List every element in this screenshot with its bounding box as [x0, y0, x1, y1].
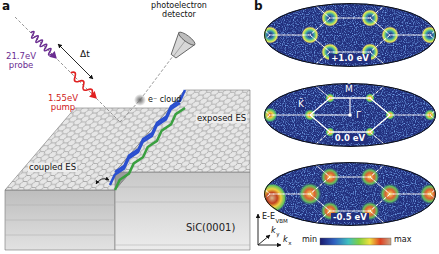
axis-label: k	[271, 227, 276, 236]
detector-symbol	[166, 30, 197, 62]
symmetry-point: Γ̄	[355, 111, 362, 121]
delay-arrow	[58, 44, 93, 79]
probe-label: 21.7eV probe	[3, 52, 39, 71]
edge-state	[115, 108, 185, 190]
beam-path	[15, 17, 173, 122]
momentum-map-panel: -0.5 eV	[264, 162, 436, 226]
panel-letter: b	[254, 0, 263, 13]
edge-state-label: exposed ES	[196, 114, 247, 123]
panel-letter: a	[2, 0, 10, 13]
cloud-label: e⁻ cloud	[148, 96, 181, 105]
momentum-map-panel: +1.0 eV	[264, 3, 436, 67]
energy-label: -0.5 eV	[331, 213, 369, 222]
momentum-map	[190, 64, 439, 166]
edge-state-label: coupled ES	[28, 163, 77, 172]
axis-subscript: x	[288, 240, 291, 246]
axis-subscript: y	[276, 231, 279, 237]
symmetry-point: K̄	[297, 100, 305, 110]
detector-label: photoelectron detector	[146, 2, 212, 20]
substrate-label: SiC(0001)	[186, 222, 235, 233]
colorbar-label: max	[394, 236, 411, 245]
axis-label: E-E	[262, 213, 275, 222]
electron-cloud	[134, 94, 146, 106]
pump-label: 1.55eV pump	[45, 94, 81, 113]
momentum-map	[190, 0, 439, 86]
edge-state	[115, 90, 185, 172]
axis-subscript: VBM	[276, 218, 288, 224]
axis-label: k	[283, 236, 288, 245]
edge-state	[110, 103, 180, 185]
delay-label: Δt	[80, 50, 90, 60]
colorbar-label: min	[302, 236, 317, 245]
energy-label: +1.0 eV	[329, 54, 370, 63]
energy-label: 0.0 eV	[333, 134, 367, 143]
symmetry-point: M̄	[344, 85, 354, 95]
color-bar	[320, 238, 391, 245]
